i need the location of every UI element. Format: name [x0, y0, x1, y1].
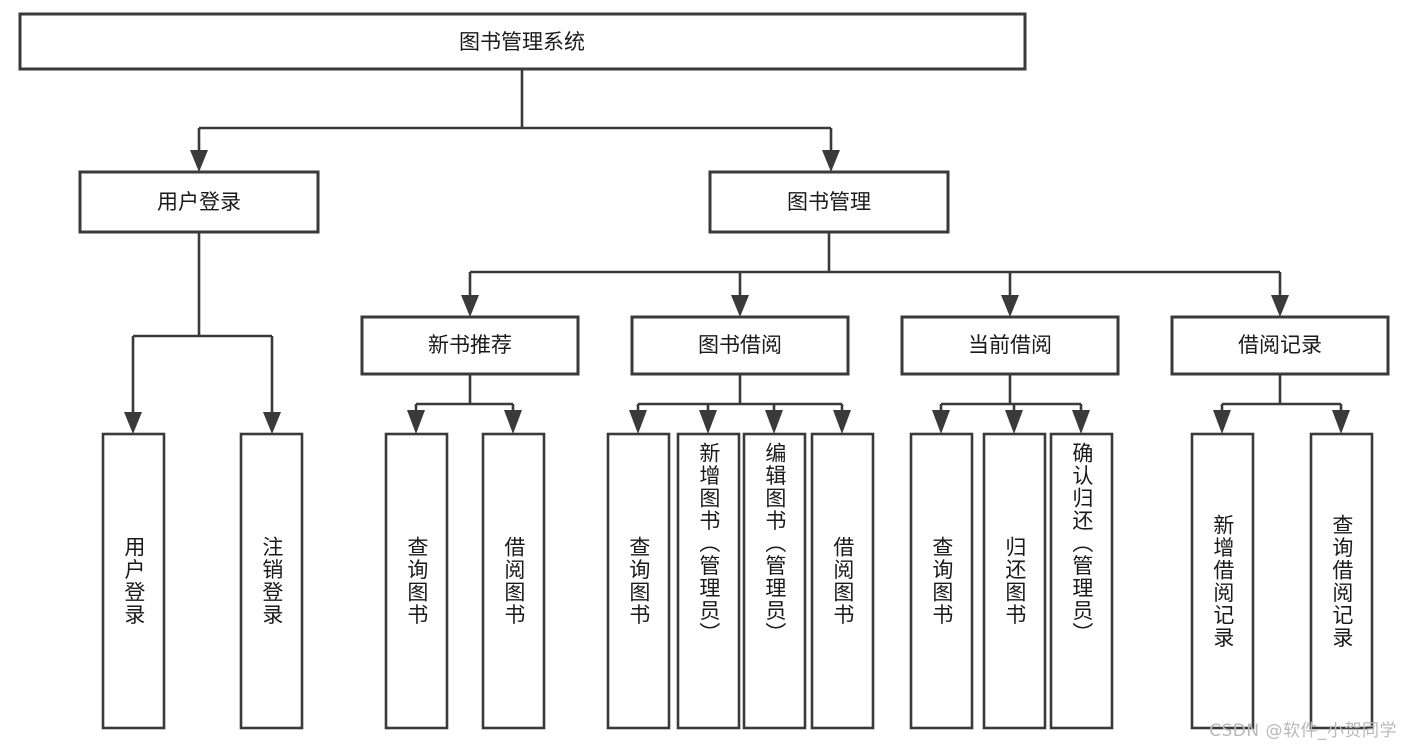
- node-leaf-logout[interactable]: [239, 432, 304, 730]
- node-new-book-recommend-label: 新书推荐: [428, 333, 512, 357]
- connector-bookmanage-to-level3: [461, 232, 1289, 317]
- arrow-head-user-login: [190, 150, 208, 172]
- node-new-book-recommend[interactable]: 新书推荐: [360, 315, 580, 376]
- node-book-borrow[interactable]: 图书借阅: [630, 315, 850, 376]
- node-leaf-return-book[interactable]: [982, 432, 1047, 730]
- node-leaf-add-borrow-record[interactable]: [1190, 432, 1255, 730]
- arrow-head-leaf-query-borrow-record: [1332, 410, 1350, 434]
- arrow-head-book-borrow: [731, 295, 749, 317]
- node-leaf-query-book-borrow[interactable]: [606, 432, 671, 730]
- connector-root-to-level2: [190, 69, 840, 172]
- node-borrow-record[interactable]: 借阅记录: [1170, 315, 1390, 376]
- node-user-login-label: 用户登录: [157, 190, 241, 214]
- node-current-borrow[interactable]: 当前借阅: [900, 315, 1120, 376]
- node-leaf-borrow-book-recommend[interactable]: [481, 432, 546, 730]
- arrow-head-book-manage: [822, 150, 840, 172]
- node-leaf-user-login[interactable]: [101, 432, 166, 730]
- arrow-head-leaf-confirm-return-admin: [1072, 410, 1090, 434]
- arrow-head-current-borrow: [1001, 295, 1019, 317]
- node-leaf-query-book-current[interactable]: [909, 432, 974, 730]
- node-leaf-add-book-admin[interactable]: [676, 432, 741, 730]
- arrow-head-borrow-record: [1271, 295, 1289, 317]
- node-user-login[interactable]: 用户登录: [78, 170, 320, 234]
- arrow-head-leaf-user-login: [124, 412, 142, 434]
- node-root-label: 图书管理系统: [459, 30, 585, 54]
- node-leaf-query-book-recommend[interactable]: [384, 432, 449, 730]
- connector-userlogin-to-leaves: [124, 232, 281, 434]
- node-root[interactable]: 图书管理系统: [18, 12, 1027, 71]
- node-leaf-query-borrow-record[interactable]: [1309, 432, 1374, 730]
- arrow-head-leaf-query-book-recommend: [407, 410, 425, 434]
- arrow-head-leaf-edit-book-admin: [765, 410, 783, 434]
- node-book-borrow-label: 图书借阅: [698, 333, 782, 357]
- node-book-manage-label: 图书管理: [787, 190, 871, 214]
- arrow-head-leaf-return-book: [1005, 410, 1023, 434]
- watermark-text: CSDN @软件_小贺同学: [1209, 721, 1397, 741]
- arrow-head-leaf-borrow-book-recommend: [504, 410, 522, 434]
- node-book-manage[interactable]: 图书管理: [708, 170, 950, 234]
- arrow-head-leaf-add-book-admin: [699, 410, 717, 434]
- connector-borrowrecord-to-leaves: [1213, 374, 1350, 434]
- connector-bookborrow-to-leaves: [629, 374, 851, 434]
- node-current-borrow-label: 当前借阅: [968, 333, 1052, 357]
- arrow-head-leaf-query-book-borrow: [629, 410, 647, 434]
- arrow-head-leaf-borrow-book: [833, 410, 851, 434]
- node-borrow-record-label: 借阅记录: [1238, 333, 1322, 357]
- node-leaf-edit-book-admin[interactable]: [742, 432, 807, 730]
- arrow-head-leaf-query-book-current: [932, 410, 950, 434]
- node-leaf-borrow-book[interactable]: [810, 432, 875, 730]
- arrow-head-leaf-logout: [263, 412, 281, 434]
- arrow-head-leaf-add-borrow-record: [1213, 410, 1231, 434]
- arrow-head-new-book-recommend: [461, 295, 479, 317]
- connector-currentborrow-to-leaves: [932, 374, 1090, 434]
- node-leaf-confirm-return-admin[interactable]: [1049, 432, 1114, 730]
- connector-newbook-to-leaves: [407, 374, 522, 434]
